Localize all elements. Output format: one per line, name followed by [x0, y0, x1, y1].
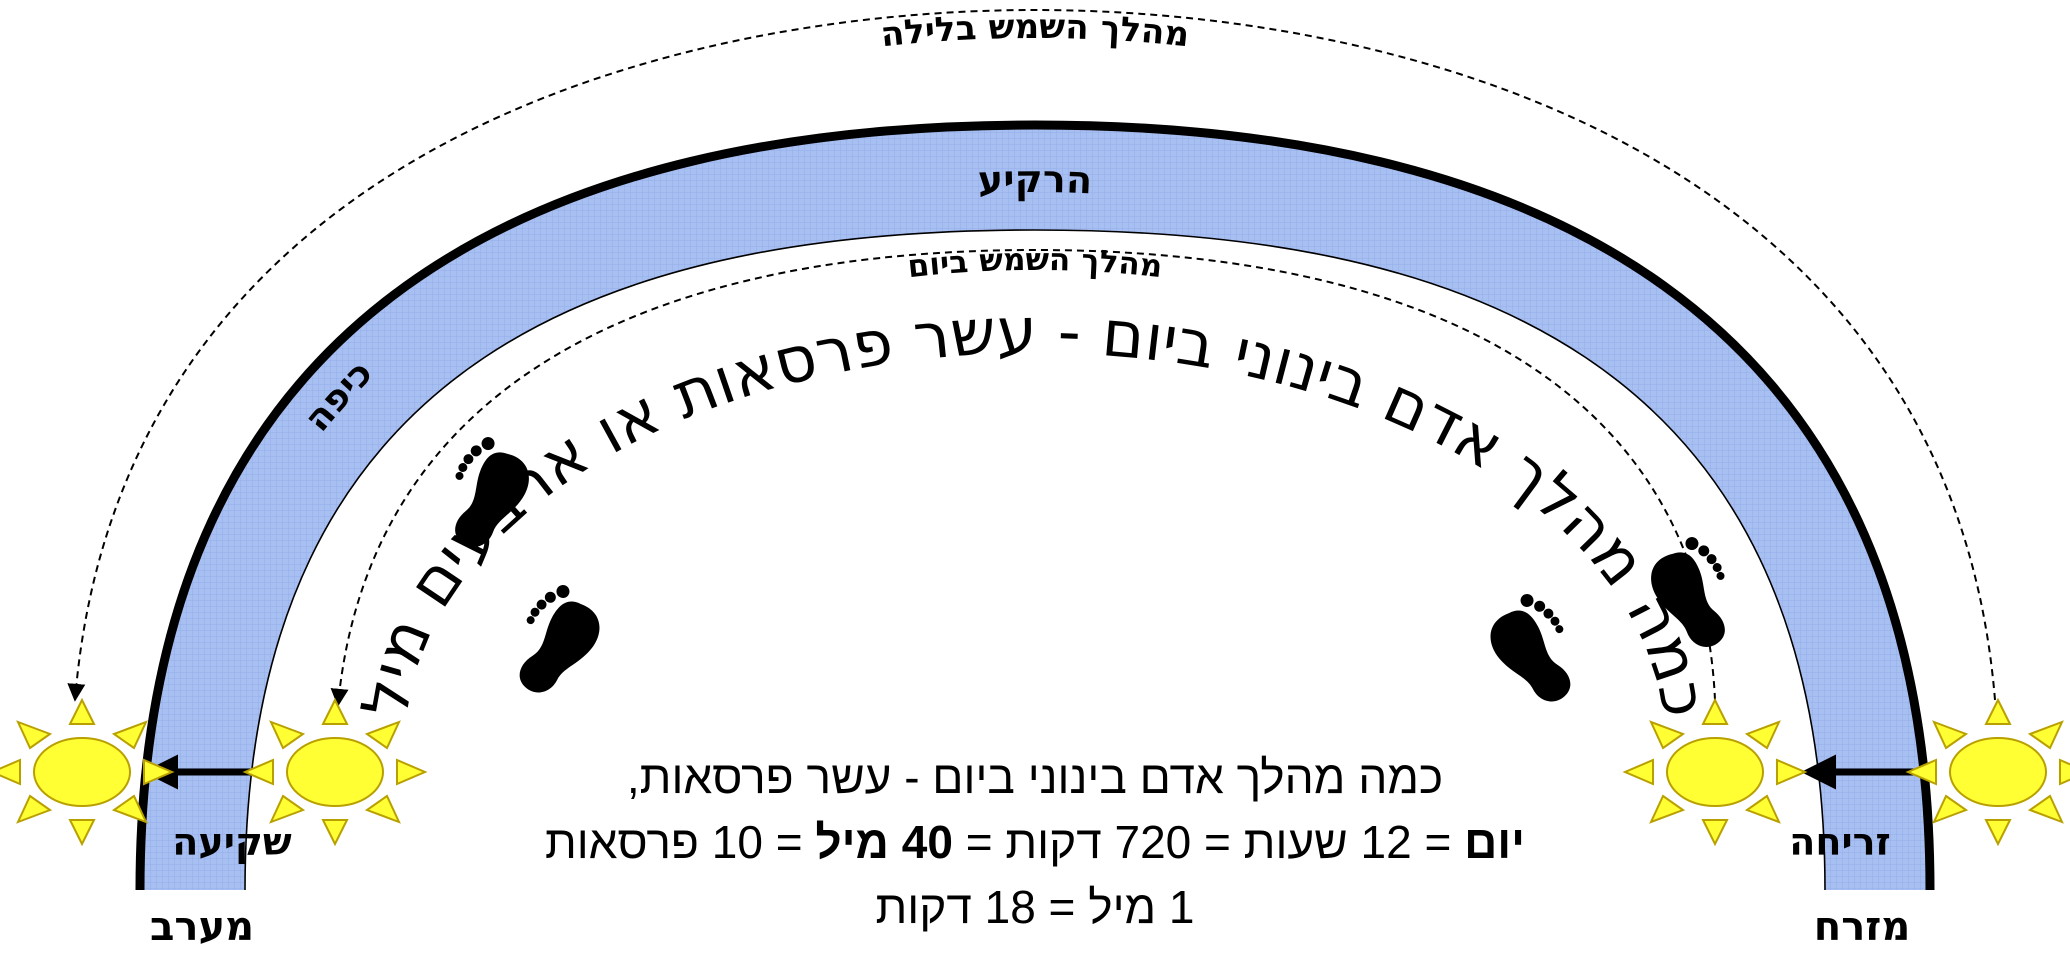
svg-text:מהלך השמש ביום: מהלך השמש ביום: [906, 242, 1164, 285]
footprint-right-lower-icon: [1477, 586, 1598, 715]
sunrise-label: זריחה: [1789, 820, 1891, 864]
firmament-inner-line: [244, 229, 1826, 891]
formula-day-word: יום: [1464, 816, 1526, 868]
footprint-left-lower-icon: [492, 577, 613, 706]
formula-line-3: 1 מיל = 18 דקות: [385, 884, 1685, 930]
dome-outer-line: [135, 120, 1935, 891]
night-path-arc: [67, 8, 1996, 702]
formula-line-3-text: 1 מיל = 18 דקות: [875, 881, 1195, 933]
formula-line-2: יום = 12 שעות = 720 דקות = 40 מיל = 10 פ…: [385, 819, 1685, 865]
sun-far-west-icon: [0, 699, 173, 845]
formula-line-1: כמה מהלך אדם בינוני ביום - עשר פרסאות,: [385, 754, 1685, 800]
day-path-label: מהלך השמש ביום: [906, 242, 1164, 285]
formula-part-a: = 12 שעות = 720 דקות =: [952, 816, 1465, 868]
west-label: מערב: [150, 904, 254, 950]
sunset-label: שקיעה: [172, 820, 292, 864]
svg-text:מהלך השמש בלילה: מהלך השמש בלילה: [879, 7, 1191, 55]
east-label: מזרח: [1814, 904, 1911, 950]
formula-miles: 40 מיל: [815, 816, 953, 868]
formula-part-b: = 10 פרסאות: [544, 816, 816, 868]
formula-line-1-text: כמה מהלך אדם בינוני ביום - עשר פרסאות,: [626, 751, 1444, 803]
day-path-arc: [330, 248, 1716, 707]
night-path-label: מהלך השמש בלילה: [879, 7, 1191, 55]
firmament-label: הרקיע: [977, 157, 1093, 202]
svg-text:הרקיע: הרקיע: [977, 157, 1093, 202]
